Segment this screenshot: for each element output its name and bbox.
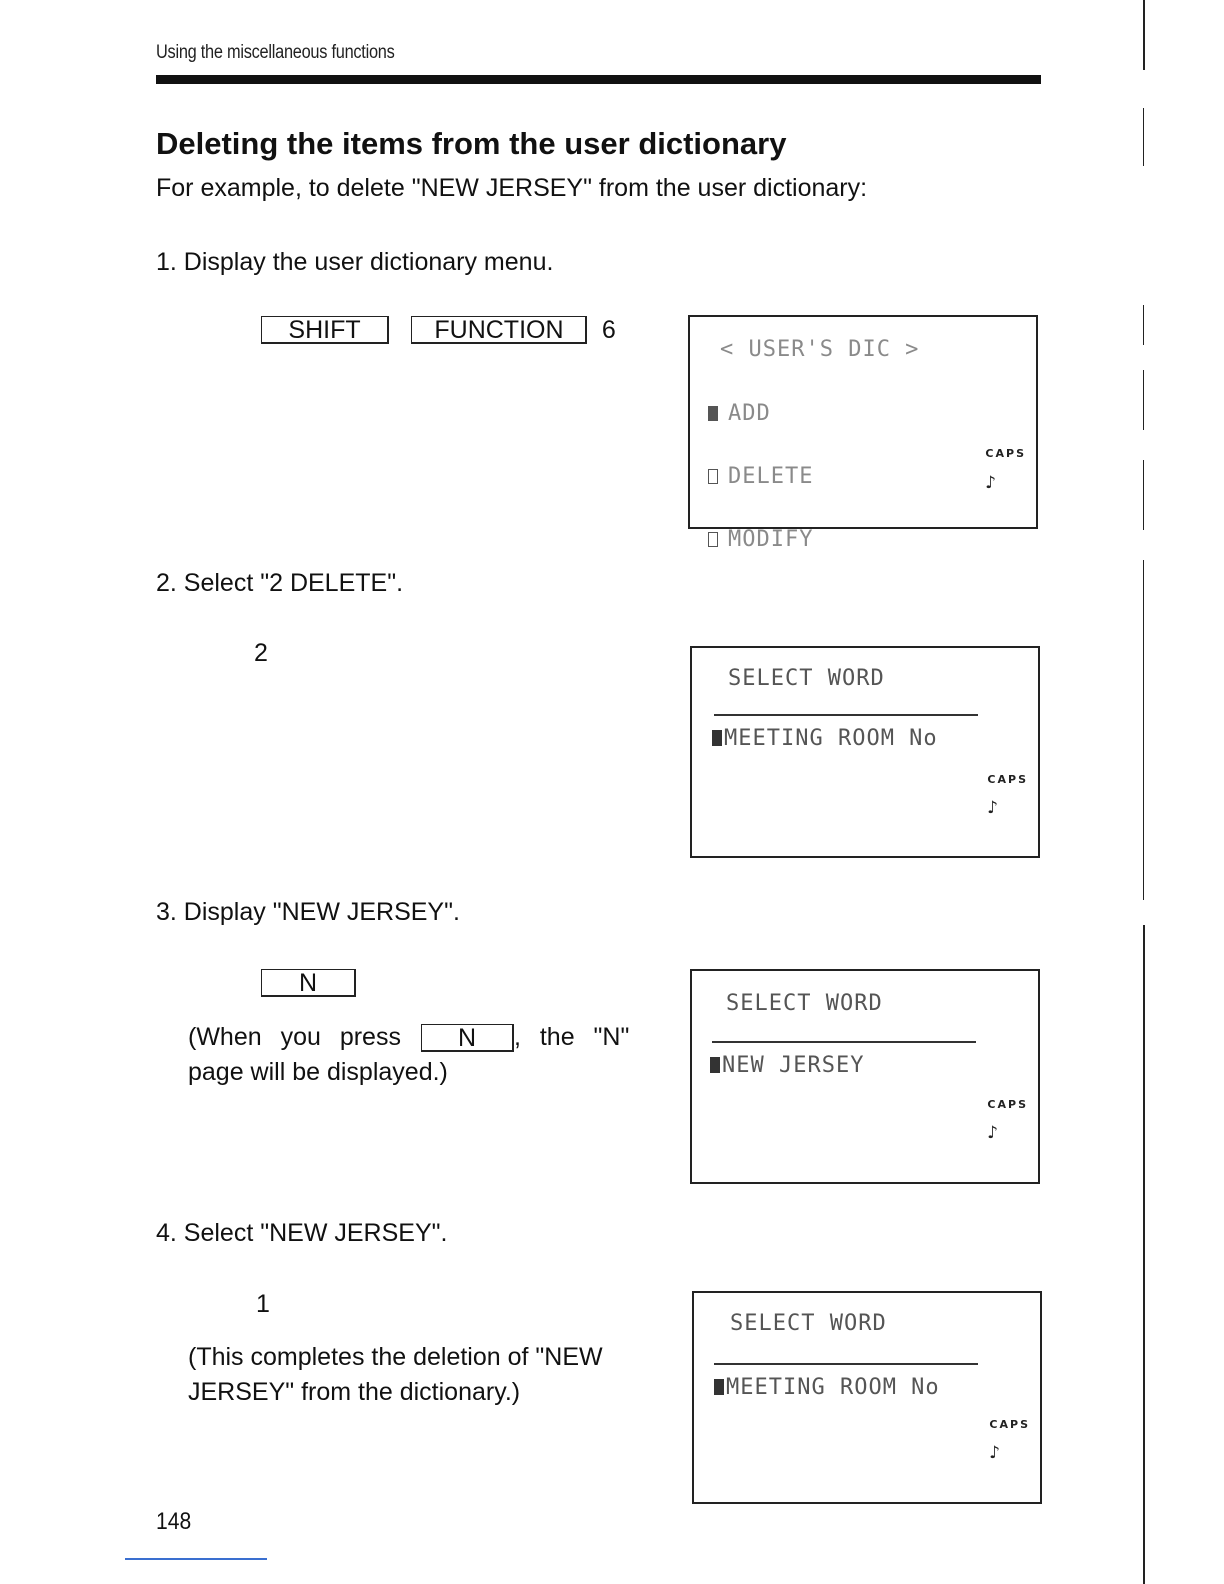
lcd-select-word-title: SELECT WORD — [728, 666, 885, 691]
n-key: N — [261, 969, 356, 997]
step-3-note-line1: (When you press N , the "N" — [188, 1023, 630, 1052]
lcd-select-word-title: SELECT WORD — [730, 1311, 887, 1336]
binding-edge-line — [1143, 925, 1145, 1584]
lcd-menu-list: ADD DELETE MODIFY — [708, 361, 813, 592]
binding-edge-line — [1143, 108, 1144, 166]
lcd-screen-2: SELECT WORD MEETING ROOM No CAPS ♪ — [690, 646, 1040, 858]
step-1-text: 1. Display the user dictionary menu. — [156, 248, 554, 276]
lcd-word-entry: NEW JERSEY — [710, 1053, 864, 1078]
step-4-note: (This completes the deletion of "NEW JER… — [188, 1340, 668, 1410]
step-4-text: 4. Select "NEW JERSEY". — [156, 1219, 448, 1247]
header-rule — [156, 75, 1041, 84]
function-key: FUNCTION — [411, 316, 588, 344]
music-note-icon: ♪ — [989, 1443, 1000, 1463]
running-header: Using the miscellaneous functions — [156, 42, 395, 63]
menu-number-3-icon — [708, 532, 718, 547]
page-number: 148 — [156, 1508, 192, 1535]
cursor-block-icon — [710, 1057, 720, 1073]
caps-indicator: CAPS — [985, 447, 1026, 460]
lcd-menu-item-delete: DELETE — [708, 466, 813, 488]
step-3-note: (When you press N , the "N" page will be… — [188, 1020, 668, 1090]
lcd-divider — [714, 1363, 978, 1365]
step-4-note-line1: (This completes the deletion of "NEW — [188, 1343, 603, 1371]
music-note-icon: ♪ — [987, 1123, 998, 1143]
lcd-menu-item-add: ADD — [708, 403, 813, 425]
menu-number-2-icon — [708, 469, 718, 484]
lcd-screen-1: < USER'S DIC > ADD DELETE MODIFY CAPS ♪ — [688, 315, 1038, 551]
binding-edge-line — [1143, 305, 1144, 345]
section-title: Deleting the items from the user diction… — [156, 126, 787, 161]
lcd-select-word-title: SELECT WORD — [726, 991, 883, 1016]
lcd-screen-4: SELECT WORD MEETING ROOM No CAPS ♪ — [692, 1291, 1042, 1504]
binding-edge-line — [1143, 460, 1144, 530]
lcd-screen-3: SELECT WORD NEW JERSEY CAPS ♪ — [690, 969, 1040, 1184]
caps-indicator: CAPS — [987, 1098, 1028, 1111]
binding-edge-line — [1143, 0, 1145, 70]
step-4-note-line2: JERSEY" from the dictionary.) — [188, 1378, 521, 1406]
caps-indicator: CAPS — [987, 773, 1028, 786]
footer-rule — [125, 1558, 267, 1560]
lcd-divider — [712, 1041, 976, 1043]
step-1-keys: SHIFT FUNCTION 6 — [261, 316, 616, 345]
menu-number-1-icon — [708, 406, 718, 421]
cursor-block-icon — [712, 730, 722, 746]
digit-key: 2 — [254, 639, 268, 667]
music-note-icon: ♪ — [985, 473, 996, 493]
lcd-word-entry: MEETING ROOM No — [714, 1375, 940, 1400]
shift-key: SHIFT — [261, 316, 389, 344]
digit-key: 1 — [256, 1290, 270, 1318]
intro-text: For example, to delete "NEW JERSEY" from… — [156, 174, 868, 202]
lcd-menu-item-modify: MODIFY — [708, 529, 813, 551]
step-3-text: 3. Display "NEW JERSEY". — [156, 898, 460, 926]
step-2-text: 2. Select "2 DELETE". — [156, 569, 404, 597]
binding-edge-line — [1143, 370, 1144, 430]
lcd-divider — [714, 714, 978, 716]
n-key-inline: N — [420, 1023, 514, 1052]
digit-key: 6 — [601, 316, 616, 344]
lcd-menu-title: < USER'S DIC > — [720, 337, 920, 362]
music-note-icon: ♪ — [987, 798, 998, 818]
cursor-block-icon — [714, 1379, 724, 1395]
step-3-note-line2: page will be displayed.) — [188, 1058, 448, 1086]
binding-edge-line — [1143, 560, 1144, 900]
lcd-word-entry: MEETING ROOM No — [712, 726, 938, 751]
step-3-keys: N — [261, 969, 356, 997]
caps-indicator: CAPS — [989, 1418, 1030, 1431]
